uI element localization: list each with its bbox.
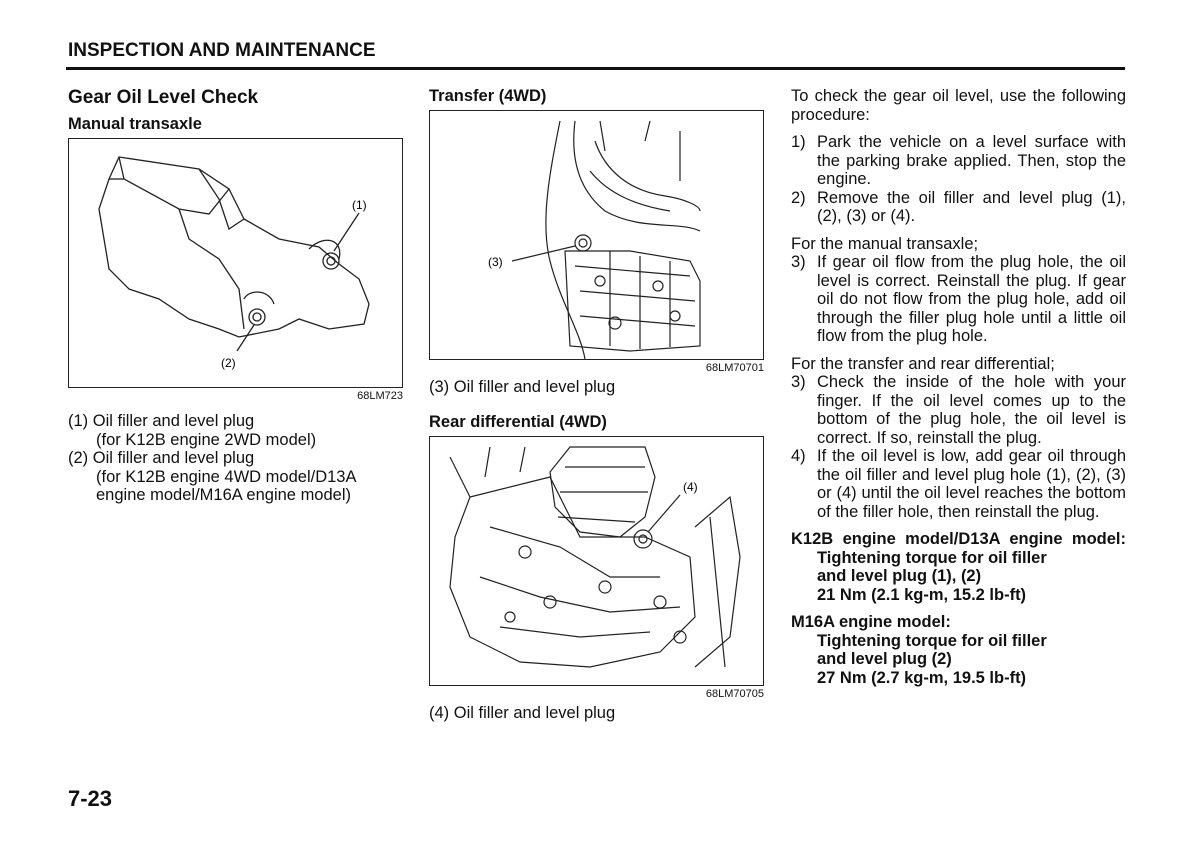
manual-transaxle-figure: (1) (2) xyxy=(68,138,403,388)
caption-text: Oil filler and level plug xyxy=(92,449,255,467)
callout-4: (4) xyxy=(683,480,698,494)
step-item: 2) Remove the oil filler and level plug (… xyxy=(791,189,1126,226)
step-item: 4) If the oil level is low, add gear oil … xyxy=(791,447,1126,521)
spec-value: 21 Nm (2.1 kg-m, 15.2 lb-ft) xyxy=(817,585,1027,604)
step-item: 3) If gear oil flow from the plug hole, t… xyxy=(791,253,1126,346)
figure-code: 68LM723 xyxy=(357,390,403,402)
caption-text: (for K12B engine 2WD model) xyxy=(96,430,317,449)
callout-1: (1) xyxy=(352,198,367,212)
step-text: Remove the oil filler and level plug (1)… xyxy=(817,188,1126,226)
step-number: 3) xyxy=(791,253,806,271)
column-1: Gear Oil Level Check Manual transaxle (1… xyxy=(68,87,403,505)
column-2: Transfer (4WD) xyxy=(429,87,764,722)
steps-list: 3) If gear oil flow from the plug hole, t… xyxy=(791,253,1126,346)
rear-differential-caption: (4) Oil filler and level plug xyxy=(429,703,616,722)
caption-text: (for K12B engine 4WD model/D13A xyxy=(96,467,357,486)
section-heading: Gear Oil Level Check xyxy=(68,87,259,108)
step-number: 1) xyxy=(791,133,806,151)
rear-differential-heading: Rear differential (4WD) xyxy=(429,412,607,431)
figure-captions: (1) Oil filler and level plug (for K12B … xyxy=(68,412,403,505)
steps-list: 3) Check the inside of the hole with your… xyxy=(791,373,1126,521)
spec-line: and level plug (2) xyxy=(817,650,952,668)
caption-number: (1) xyxy=(68,412,89,430)
steps-list: 1) Park the vehicle on a level surface wi… xyxy=(791,133,1126,226)
spec-line: and level plug (1), (2) xyxy=(817,567,982,585)
spec-title: M16A engine model: xyxy=(791,613,951,631)
step-text: Park the vehicle on a level surface with… xyxy=(817,133,1126,188)
step-item: 1) Park the vehicle on a level surface wi… xyxy=(791,133,1126,189)
page-number: 7-23 xyxy=(68,786,113,811)
manual-transaxle-heading: Manual transaxle xyxy=(68,115,202,133)
spec-line: Tightening torque for oil filler xyxy=(817,631,1047,650)
step-text: Check the inside of the hole with your f… xyxy=(817,373,1126,447)
transfer-rear-label: For the transfer and rear differential; xyxy=(791,354,1055,373)
transfer-caption: (3) Oil filler and level plug xyxy=(429,378,616,396)
step-text: If the oil level is low, add gear oil th… xyxy=(817,447,1126,521)
callout-2: (2) xyxy=(221,356,236,370)
caption-text: engine model/M16A engine model) xyxy=(96,486,352,504)
intro-paragraph: To check the gear oil level, use the fol… xyxy=(791,87,1126,124)
torque-spec-block: M16A engine model: Tightening torque for… xyxy=(791,613,1126,687)
spec-value: 27 Nm (2.7 kg-m, 19.5 lb-ft) xyxy=(817,668,1027,687)
caption-text: Oil filler and level plug xyxy=(92,412,255,430)
caption-item: (2) Oil filler and level plug (for K12B … xyxy=(68,449,403,505)
transfer-figure: (3) xyxy=(429,110,764,360)
step-item: 3) Check the inside of the hole with your… xyxy=(791,373,1126,447)
column-3: To check the gear oil level, use the fol… xyxy=(791,87,1126,687)
rear-differential-illustration: (4) xyxy=(449,445,741,668)
spec-line: Tightening torque for oil filler xyxy=(817,548,1047,567)
transfer-illustration: (3) xyxy=(488,120,701,360)
header-rule xyxy=(66,67,1125,70)
step-number: 2) xyxy=(791,188,806,207)
callout-3: (3) xyxy=(488,255,503,269)
spec-title: K12B engine model/D13A engine model: xyxy=(791,530,1126,548)
page-header-title: INSPECTION AND MAINTENANCE xyxy=(68,40,376,61)
manual-transaxle-label: For the manual transaxle; xyxy=(791,234,979,253)
torque-spec-block: K12B engine model/D13A engine model: Tig… xyxy=(791,530,1126,604)
transfer-heading: Transfer (4WD) xyxy=(429,87,547,105)
caption-number: (2) xyxy=(68,449,89,467)
step-number: 4) xyxy=(791,447,806,465)
rear-differential-figure: (4) xyxy=(429,435,764,686)
figure-code: 68LM70701 xyxy=(705,362,764,374)
figure-code: 68LM70705 xyxy=(705,687,764,700)
manual-transaxle-illustration: (1) (2) xyxy=(98,156,370,370)
step-number: 3) xyxy=(791,373,806,391)
step-text: If gear oil flow from the plug hole, the… xyxy=(817,253,1126,345)
caption-item: (1) Oil filler and level plug (for K12B … xyxy=(68,412,403,449)
